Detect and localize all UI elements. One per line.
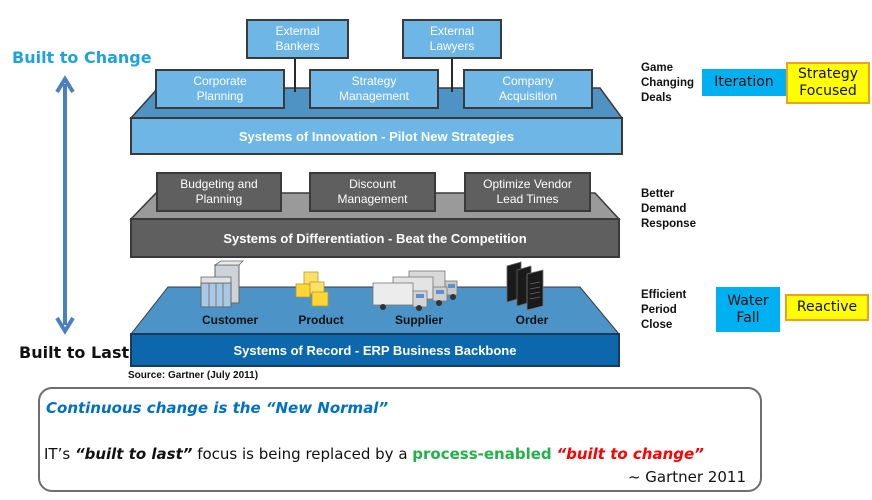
box-line: External (429, 24, 475, 38)
box-line: Budgeting and (180, 177, 258, 191)
entity-customer-label: Customer (201, 313, 258, 327)
tag-iteration: Iteration (702, 69, 786, 96)
vertical-double-arrow (55, 75, 75, 335)
outcome-innovation: Game Changing Deals (641, 61, 694, 106)
outcome-line: Demand (641, 203, 687, 215)
quote-attribution: ~ Gartner 2011 (627, 468, 746, 486)
tag-line: Strategy (798, 66, 858, 82)
outcome-line: Efficient (641, 289, 687, 301)
differentiation-layer-title: Systems of Differentiation - Beat the Co… (130, 218, 620, 258)
source-citation: Source: Gartner (July 2011) (128, 370, 259, 381)
box-line: Lead Times (496, 192, 559, 206)
entity-order-label: Order (515, 313, 549, 327)
box-line: Bankers (275, 39, 320, 53)
quote-box: Continuous change is the “New Normal” IT… (38, 387, 762, 492)
tag-line: Water (727, 292, 769, 309)
box-line: Company (502, 74, 554, 88)
box-line: Discount (349, 177, 396, 191)
built-to-change-label: Built to Change (12, 48, 152, 67)
built-to-last-label: Built to Last (19, 343, 130, 362)
box-line: External (275, 24, 320, 38)
quote-title: Continuous change is the “New Normal” (46, 399, 389, 417)
box-line: Planning (195, 192, 243, 206)
box-line: Corporate (193, 74, 247, 88)
documents-icon (506, 261, 544, 311)
outcome-line: Changing (641, 77, 695, 89)
record-layer-title: Systems of Record - ERP Business Backbon… (130, 333, 620, 367)
boxes-icon (295, 271, 329, 307)
entity-supplier-label: Supplier (394, 313, 443, 327)
outcome-line: Better (641, 188, 675, 200)
box-line: Management (338, 89, 410, 103)
outcome-line: Deals (641, 92, 672, 104)
quote-built-to-last: “built to last” (74, 445, 193, 463)
outcome-line: Period (641, 304, 677, 316)
outcome-record: Efficient Period Close (641, 288, 686, 333)
outcome-line: Close (641, 319, 673, 331)
box-line: Strategy (351, 74, 397, 88)
quote-text: IT’s (44, 445, 75, 463)
trucks-icon (372, 270, 458, 311)
outcome-line: Response (641, 218, 696, 230)
tag-line: Focused (799, 83, 857, 99)
innovation-layer-title: Systems of Innovation - Pilot New Strate… (130, 117, 623, 155)
store-icon (200, 260, 244, 308)
quote-text: focus is being replaced by a (192, 445, 413, 463)
quote-built-to-change: “built to change” (556, 445, 704, 463)
quote-body: IT’s “built to last” focus is being repl… (44, 445, 704, 463)
box-line: Planning (196, 89, 244, 103)
tag-reactive: Reactive (785, 294, 869, 321)
box-line: Lawyers (429, 39, 475, 53)
box-line: Management (337, 192, 408, 206)
tag-line: Fall (736, 309, 760, 326)
entity-product-label: Product (298, 313, 344, 327)
outcome-differentiation: Better Demand Response (641, 187, 696, 232)
box-line: Optimize Vendor (483, 177, 572, 191)
quote-process-enabled: process-enabled (412, 445, 552, 463)
box-line: Acquisition (498, 89, 558, 103)
outcome-line: Game (641, 62, 673, 74)
